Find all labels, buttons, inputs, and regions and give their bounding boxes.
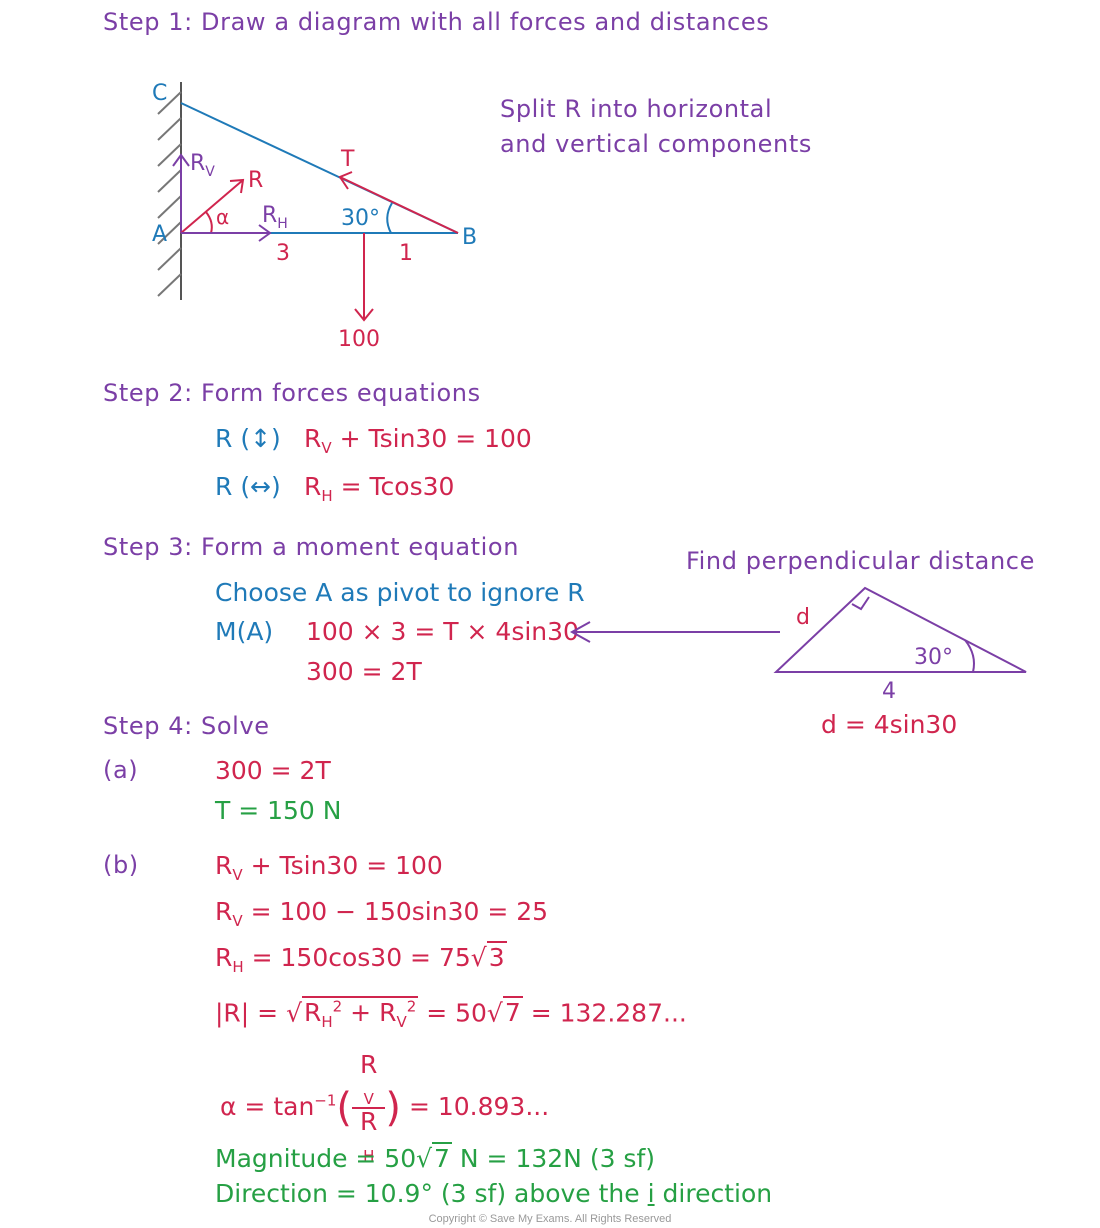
part-a-label: (a): [103, 756, 139, 784]
choose-pivot: Choose A as pivot to ignore R: [215, 578, 585, 607]
eq1-vertical: RV + Tsin30 = 100: [304, 424, 532, 457]
alpha-arc: [205, 211, 213, 234]
label-c: C: [152, 81, 167, 106]
label-weight-100: 100: [338, 327, 380, 352]
step4-title: Step 4: Solve: [103, 712, 270, 740]
part-b-label: (b): [103, 851, 139, 879]
direction-answer: Direction = 10.9° (3 sf) above the i dir…: [215, 1179, 773, 1208]
label-t: T: [340, 147, 355, 172]
note-line-2: and vertical components: [500, 130, 812, 158]
perpendicular-triangle: d 30° 4: [569, 586, 1027, 704]
triangle-equation: d = 4sin30: [821, 710, 958, 739]
tension-arrow: [339, 176, 459, 234]
perp-title: Find perpendicular distance: [686, 547, 1035, 575]
moment-equation-2: 300 = 2T: [306, 657, 422, 686]
triangle-angle-arc: [964, 639, 975, 673]
triangle-angle-label: 30°: [914, 645, 953, 670]
label-distance-3: 3: [276, 241, 290, 266]
triangle-base-label: 4: [882, 679, 896, 704]
label-a: A: [152, 222, 167, 247]
part-b-eq4: |R| = √RH2 + RV2 = 50√7 = 132.287...: [215, 996, 687, 1032]
right-angle-mark: [851, 596, 870, 611]
label-rv: RV: [190, 151, 215, 180]
label-b: B: [462, 225, 477, 250]
triangle-d-label: d: [796, 605, 810, 630]
wall-hatching: [157, 91, 182, 297]
moment-equation: 100 × 3 = T × 4sin30: [306, 617, 579, 646]
eq2-label: R (↔): [215, 472, 281, 501]
label-rh: RH: [262, 203, 288, 232]
triangle-shape: [773, 586, 1027, 673]
angle-arc-b: [386, 202, 393, 234]
eq2-horizontal: RH = Tcos30: [304, 472, 455, 505]
moment-label: M(A): [215, 617, 274, 646]
part-b-eq1: RV + Tsin30 = 100: [215, 851, 443, 884]
step3-title: Step 3: Form a moment equation: [103, 533, 520, 561]
label-angle-30: 30°: [341, 206, 380, 231]
note-line-1: Split R into horizontal: [500, 95, 773, 123]
part-a-eq1: 300 = 2T: [215, 756, 331, 785]
step2-title: Step 2: Form forces equations: [103, 379, 481, 407]
eq1-label: R (↕): [215, 424, 281, 453]
force-diagram: C A B RV R α RH T 30° 3 1 100: [152, 81, 477, 352]
label-distance-1: 1: [399, 241, 413, 266]
r-arrow: [180, 179, 244, 234]
label-r: R: [248, 168, 263, 193]
magnitude-answer: Magnitude = 50√7 N = 132N (3 sf): [215, 1142, 655, 1173]
label-alpha: α: [216, 205, 229, 229]
part-a-answer: T = 150 N: [215, 796, 342, 825]
part-b-eq2: RV = 100 − 150sin30 = 25: [215, 897, 549, 930]
step1-title: Step 1: Draw a diagram with all forces a…: [103, 8, 770, 36]
part-b-eq3: RH = 150cos30 = 75√3: [215, 941, 507, 976]
copyright-notice: Copyright © Save My Exams. All Rights Re…: [428, 1213, 672, 1225]
